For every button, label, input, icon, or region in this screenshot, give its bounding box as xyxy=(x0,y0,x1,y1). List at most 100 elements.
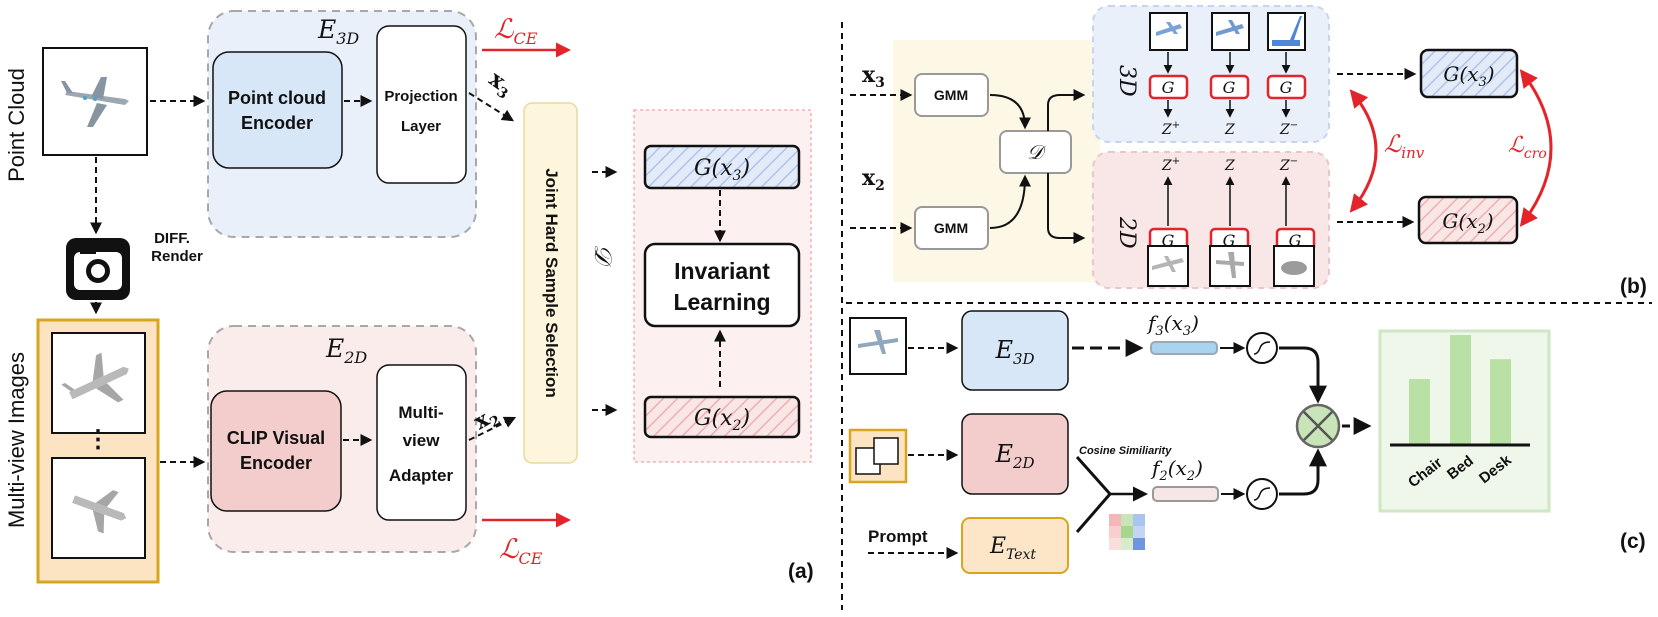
g-box-3d-1 xyxy=(1148,74,1189,100)
e3d-group-label: E3D xyxy=(317,15,359,48)
diff-render-label-1: DIFF. xyxy=(154,230,190,247)
d-symbol-a: 𝒟 xyxy=(589,244,617,268)
clip-visual-encoder-box xyxy=(210,390,342,512)
g-x3-box-a xyxy=(643,144,801,190)
x3-label-a: x3 xyxy=(483,66,518,103)
loss-cro-label: ℒcro xyxy=(1508,133,1547,162)
e3d-box-c xyxy=(961,310,1069,391)
airplane-icon xyxy=(72,490,127,534)
loss-ce-top: ℒCE xyxy=(494,14,538,48)
airplane-icon xyxy=(1216,252,1244,278)
d-symbol-b: 𝒟 xyxy=(1027,140,1047,164)
prediction-bars xyxy=(1409,335,1511,445)
clip-visual-encoder-label-2: Encoder xyxy=(240,453,312,473)
g-x3-label-b: G(x3) xyxy=(1443,62,1494,90)
feature-vector-3d xyxy=(1150,341,1218,355)
z-plus-2d: Z+ xyxy=(1161,156,1180,174)
g-x2-label-b: G(x2) xyxy=(1442,209,1493,237)
etext-box xyxy=(961,517,1069,574)
e2d-box-c xyxy=(961,413,1069,495)
g-label-3d-1: G xyxy=(1162,78,1175,97)
multiview-adapter-label-2: view xyxy=(403,431,441,450)
prediction-bar-desk xyxy=(1490,359,1511,445)
point-cloud-encoder-box xyxy=(212,51,343,169)
invariant-learning-label-1: Invariant xyxy=(674,258,770,284)
vehicle-icon xyxy=(1281,261,1307,275)
invariant-learning-label-2: Learning xyxy=(673,289,770,315)
loss-inv-arc xyxy=(1349,89,1378,213)
prompt-label: Prompt xyxy=(868,527,928,546)
e2d-group-label: E2D xyxy=(325,334,367,367)
panel-a-tag: (a) xyxy=(788,560,814,583)
panel-c: E3D E2D Prompt EText f3(x3) Cosine Simil… xyxy=(848,310,1646,574)
airplane-icon xyxy=(61,352,129,403)
z-minus-2d: Z− xyxy=(1279,156,1298,174)
loss-cro-arc xyxy=(1519,69,1553,227)
g-label-3d-2: G xyxy=(1223,78,1236,97)
feature-vector-2d xyxy=(1152,486,1219,502)
block-2d-columns: Z+ Z Z− G G G xyxy=(1147,156,1316,287)
loss-ce-bottom: ℒCE xyxy=(499,534,543,568)
panel-b-tag: (b) xyxy=(1620,275,1647,298)
loss-inv-label: ℒinv xyxy=(1384,130,1425,162)
x3-label-b: x3 xyxy=(862,62,885,91)
block-3d-columns: G G G Z+ Z Z− xyxy=(1148,12,1307,138)
g-label-3d-3: G xyxy=(1280,78,1293,97)
etext-label: EText xyxy=(989,534,1036,563)
sigmoid-icon-top xyxy=(1246,332,1278,364)
prediction-bar-bed xyxy=(1450,335,1471,445)
projection-layer-label-2: Layer xyxy=(401,118,441,135)
gmm-label-bottom: GMM xyxy=(934,220,968,236)
gmm-label-top: GMM xyxy=(934,87,968,103)
ellipsis-label: ⋮ xyxy=(86,426,110,453)
g-x3-label-a: G(x3) xyxy=(694,156,750,184)
merge-connector xyxy=(1075,456,1112,533)
multiview-adapter-box xyxy=(376,364,467,521)
g-x2-label-a: G(x2) xyxy=(694,406,750,434)
cosine-similarity-label: Cosine Similiarity xyxy=(1079,445,1172,457)
joint-hard-sample-selection-label: Joint Hard Sample Selection xyxy=(542,168,561,398)
panel-b: x3 x2 GMM GMM 𝒟 3D G G xyxy=(850,5,1647,298)
point-cloud-image xyxy=(42,47,148,156)
z-minus-3d: Z− xyxy=(1279,120,1298,138)
x2-label-b: x2 xyxy=(862,165,885,194)
projection-layer-box xyxy=(376,25,467,184)
prediction-bar-chair xyxy=(1409,379,1430,445)
airplane-icon xyxy=(858,330,898,354)
g-x3-box-b xyxy=(1419,48,1519,99)
side-label-point-cloud: Point Cloud xyxy=(4,68,29,182)
e3d-label-c: E3D xyxy=(994,336,1034,368)
d-box xyxy=(999,130,1072,174)
airplane-icon xyxy=(1216,20,1244,36)
label-2d: 2D xyxy=(1114,216,1139,249)
z-3d: Z xyxy=(1224,122,1235,138)
joint-hard-sample-selection-box xyxy=(523,102,578,464)
sigmoid-icon-bottom xyxy=(1246,478,1278,510)
point-cloud-encoder-label-1: Point cloud xyxy=(228,88,326,108)
multiview-adapter-label-3: Adapter xyxy=(389,466,454,485)
f2-label: f2(x2) xyxy=(1150,456,1203,484)
airplane-icon xyxy=(1156,22,1182,36)
g-box-3d-3 xyxy=(1266,74,1307,100)
e2d-label-c: E2D xyxy=(994,440,1034,472)
gmm-box-top xyxy=(914,73,989,117)
airplane-icon xyxy=(1152,256,1184,272)
clip-visual-encoder-label-1: CLIP Visual xyxy=(227,428,325,448)
diff-render-label-2: Render xyxy=(151,248,203,265)
point-cloud-encoder-label-2: Encoder xyxy=(241,113,313,133)
panel-a: Point Cloud Multi-view Images DIFF. Rend… xyxy=(4,10,814,584)
f3-label: f3(x3) xyxy=(1146,311,1199,339)
text-embedding-matrix xyxy=(1109,514,1145,550)
point-cloud-thumb-c xyxy=(849,317,907,375)
z-2d: Z xyxy=(1224,158,1235,174)
g-box-3d-2 xyxy=(1209,74,1250,100)
projection-layer-label-1: Projection xyxy=(384,88,457,105)
broom-icon xyxy=(1272,16,1302,46)
z-plus-3d: Z+ xyxy=(1161,120,1180,138)
invariant-learning-box xyxy=(643,242,801,328)
multiview-adapter-label-1: Multi- xyxy=(398,403,443,422)
side-label-multiview: Multi-view Images xyxy=(4,352,29,528)
airplane-icon xyxy=(61,77,129,127)
label-3d: 3D xyxy=(1114,65,1139,97)
g-x2-box-b xyxy=(1417,195,1519,245)
